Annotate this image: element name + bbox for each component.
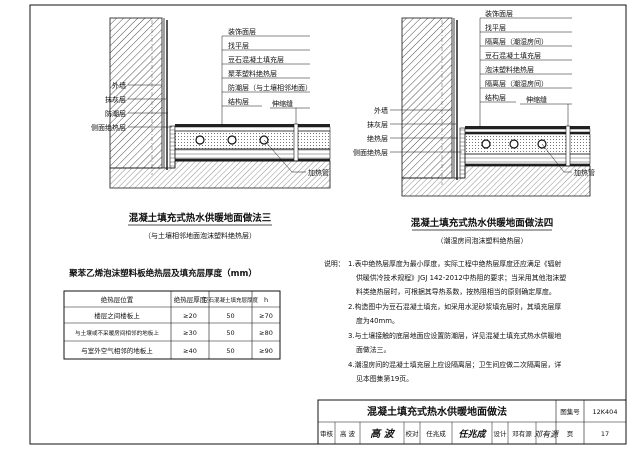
table-title: 聚苯乙烯泡沫塑料板绝热层及填充层厚度（mm） bbox=[68, 268, 257, 279]
table-cell: ≥80 bbox=[259, 329, 273, 337]
reviewer-signature: 高 波 bbox=[370, 428, 395, 440]
detail4-insulation bbox=[464, 153, 591, 165]
table-cell: 楼层之间楼板上 bbox=[94, 311, 140, 320]
table-header: 豆石混凝土填充层厚度 bbox=[203, 296, 259, 304]
table-cell: 50 bbox=[226, 347, 234, 355]
detail3-subtitle: （与土壤相邻地面泡沫塑料绝热层） bbox=[144, 231, 256, 240]
detail3-expansion-gap bbox=[293, 123, 299, 162]
designer-name: 邓有源 bbox=[512, 429, 532, 438]
detail4-left-label: 绝热层 bbox=[367, 134, 388, 143]
detail4-structural-slab bbox=[401, 165, 591, 197]
detail3-pipe bbox=[195, 135, 205, 145]
table-cell: ≥70 bbox=[259, 312, 273, 320]
detail3-left-label: 侧面绝热层 bbox=[91, 123, 126, 132]
detail4-pipe bbox=[481, 139, 491, 149]
designer-signature: 邓有源 bbox=[534, 430, 560, 439]
note-line: 2.构造图中为豆石混凝土填充，如采用水泥砂浆填充层时，其填充层厚 bbox=[348, 302, 561, 311]
note-line: 供暖供冷技术规程》JGJ 142-2012中热阻的要求；当采用其他泡沫塑 bbox=[356, 273, 566, 282]
detail-3: 加热管 外墙 抹灰层 防潮层 侧面绝热层 装饰面层 找平层 豆石混凝土填充层 聚… bbox=[91, 17, 331, 240]
table-cell: ≥90 bbox=[259, 347, 273, 355]
detail4-right-label: 隔离层（潮湿房间） bbox=[485, 79, 548, 88]
page-label: 页 bbox=[567, 430, 574, 438]
detail3-title: 混凝土填充式热水供暖地面做法三 bbox=[129, 212, 272, 224]
table-cell: 与室外空气相邻的地板上 bbox=[81, 346, 153, 355]
check-label: 校对 bbox=[406, 429, 420, 438]
title-block: 混凝土填充式热水供暖地面做法 图集号 12K404 审核 高 波 高 波 校对 … bbox=[317, 399, 627, 445]
detail3-pipe bbox=[227, 135, 237, 145]
atlas-number: 12K404 bbox=[593, 408, 618, 416]
detail4-right-label: 豆石混凝土填充层 bbox=[485, 51, 541, 60]
detail3-right-label: 豆石混凝土填充层 bbox=[228, 55, 284, 64]
table-cell: ≥30 bbox=[183, 329, 197, 337]
table-header: 绝热层位置 bbox=[101, 295, 134, 304]
detail3-right-label: 防潮层（与土壤相邻地面） bbox=[228, 83, 312, 92]
notes-head: 说明： bbox=[324, 259, 345, 268]
detail3-right-label: 聚苯塑料绝热层 bbox=[228, 69, 277, 78]
detail4-right-label: 泡沫塑料绝热层 bbox=[485, 65, 534, 74]
table-cell: 与土壤或不采暖房间相邻的地板上 bbox=[75, 329, 159, 337]
detail3-right-label: 结构层 bbox=[228, 97, 249, 106]
design-label: 设计 bbox=[494, 429, 508, 438]
detail3-right-label: 装饰面层 bbox=[228, 27, 256, 36]
table-cell: 50 bbox=[226, 329, 234, 337]
checker-signature: 任兆成 bbox=[458, 429, 487, 440]
detail3-gap-label: 伸缩缝 bbox=[272, 99, 293, 108]
detail4-right-label: 隔离层（潮湿房间） bbox=[485, 37, 548, 46]
table-cell: ≥40 bbox=[183, 347, 197, 355]
table-header: 绝热层厚度 bbox=[174, 295, 207, 304]
page-number: 17 bbox=[601, 430, 609, 438]
atlas-label: 图集号 bbox=[560, 407, 580, 416]
detail-4: 加热管 外墙 抹灰层 绝热层 侧面绝热层 装饰面层 找平层 隔离层（潮湿房间） … bbox=[353, 9, 595, 245]
note-line: 见本图集第19页。 bbox=[356, 374, 413, 383]
reviewer-name: 高 波 bbox=[340, 429, 356, 438]
detail3-pipe-label: 加热管 bbox=[308, 168, 329, 177]
note-line: 度为40mm。 bbox=[356, 316, 399, 325]
note-line: 面做法三。 bbox=[356, 345, 390, 354]
detail3-right-label: 找平层 bbox=[228, 41, 249, 50]
detail4-gap-label: 伸缩缝 bbox=[526, 95, 547, 104]
detail4-subtitle: （潮湿房间泡沫塑料绝热层） bbox=[437, 236, 528, 245]
table-cell: ≥20 bbox=[183, 312, 197, 320]
detail3-left-label: 外墙 bbox=[112, 81, 126, 90]
detail4-title: 混凝土填充式热水供暖地面做法四 bbox=[411, 217, 554, 229]
detail4-right-label: 找平层 bbox=[485, 23, 506, 32]
checker-name: 任兆成 bbox=[426, 429, 446, 438]
table-cell: 50 bbox=[226, 312, 234, 320]
detail3-left-label: 防潮层 bbox=[105, 109, 126, 118]
detail4-exterior-wall bbox=[401, 17, 453, 179]
detail4-left-label: 侧面绝热层 bbox=[353, 148, 388, 157]
detail4-left-label: 抹灰层 bbox=[367, 120, 388, 129]
detail4-left-label: 外墙 bbox=[374, 106, 388, 115]
detail3-left-label: 抹灰层 bbox=[105, 95, 126, 104]
detail4-pipe-label: 加热管 bbox=[574, 168, 595, 177]
drawing-title: 混凝土填充式热水供暖地面做法 bbox=[367, 405, 507, 418]
detail3-insulation bbox=[174, 148, 331, 160]
note-line: 料类绝热层时，可根据其导热系数，按热阻相当的原则确定厚度。 bbox=[356, 287, 556, 296]
note-line: 1.表中绝热层厚度为最小厚度，实际工程中绝热层厚度还应满足《辐射 bbox=[348, 259, 561, 268]
thickness-table: 聚苯乙烯泡沫塑料板绝热层及填充层厚度（mm） 绝热层位置 绝热层厚度 豆石混凝土… bbox=[63, 268, 281, 360]
notes: 说明： 1.表中绝热层厚度为最小厚度，实际工程中绝热层厚度还应满足《辐射 供暖供… bbox=[324, 259, 566, 383]
detail4-expansion-gap bbox=[565, 125, 571, 167]
note-line: 4.潮湿房间的混凝土填充层上应设隔离层；卫生间应做二次隔离层，详 bbox=[348, 360, 561, 369]
review-label: 审核 bbox=[320, 429, 334, 438]
detail4-right-label: 结构层 bbox=[485, 93, 506, 102]
detail3-exterior-wall bbox=[109, 17, 163, 169]
note-line: 3.与土壤接触的底层地面应设置防潮层，详见混凝土填充式热水供暖地 bbox=[348, 331, 561, 340]
table-header: h bbox=[264, 296, 268, 304]
detail4-pipe bbox=[509, 139, 519, 149]
detail4-right-label: 装饰面层 bbox=[485, 9, 513, 18]
